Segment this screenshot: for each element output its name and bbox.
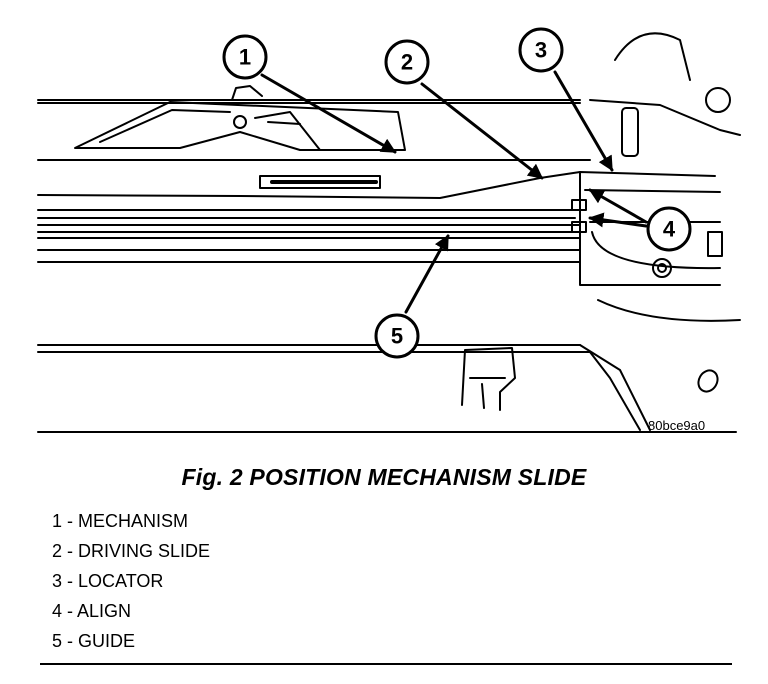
figure-code: 80bce9a0 xyxy=(648,418,706,433)
svg-text:5: 5 xyxy=(391,324,403,349)
svg-text:4: 4 xyxy=(663,217,676,242)
legend-number: 3 xyxy=(52,571,63,591)
callout-1: 1 xyxy=(222,34,268,80)
legend-list: 1 - MECHANISM 2 - DRIVING SLIDE 3 - LOCA… xyxy=(52,510,210,660)
figure-caption: Fig. 2 POSITION MECHANISM SLIDE xyxy=(181,464,587,490)
svg-text:2: 2 xyxy=(401,50,413,75)
callout-4: 4 xyxy=(646,206,692,252)
legend-item: 4 - ALIGN xyxy=(52,600,210,630)
mechanism-slide-illustration: 1 2 3 4 5 xyxy=(37,27,741,433)
legend-label: - MECHANISM xyxy=(62,511,189,531)
legend-label: - GUIDE xyxy=(62,631,136,651)
legend-number: 4 xyxy=(52,601,63,621)
legend-number: 2 xyxy=(52,541,63,561)
callout-3: 3 xyxy=(518,27,564,73)
legend-number: 5 xyxy=(52,631,63,651)
callout-2: 2 xyxy=(384,39,430,85)
legend-label: - LOCATOR xyxy=(62,571,164,591)
legend-label: - ALIGN xyxy=(62,601,132,621)
svg-text:1: 1 xyxy=(239,45,251,70)
legend-number: 1 xyxy=(52,511,63,531)
legend-item: 5 - GUIDE xyxy=(52,630,210,660)
legend-item: 3 - LOCATOR xyxy=(52,570,210,600)
callout-5: 5 xyxy=(374,313,420,359)
bottom-divider xyxy=(40,663,732,665)
legend-label: - DRIVING SLIDE xyxy=(62,541,211,561)
svg-text:3: 3 xyxy=(535,38,547,63)
legend-item: 2 - DRIVING SLIDE xyxy=(52,540,210,570)
legend-item: 1 - MECHANISM xyxy=(52,510,210,540)
